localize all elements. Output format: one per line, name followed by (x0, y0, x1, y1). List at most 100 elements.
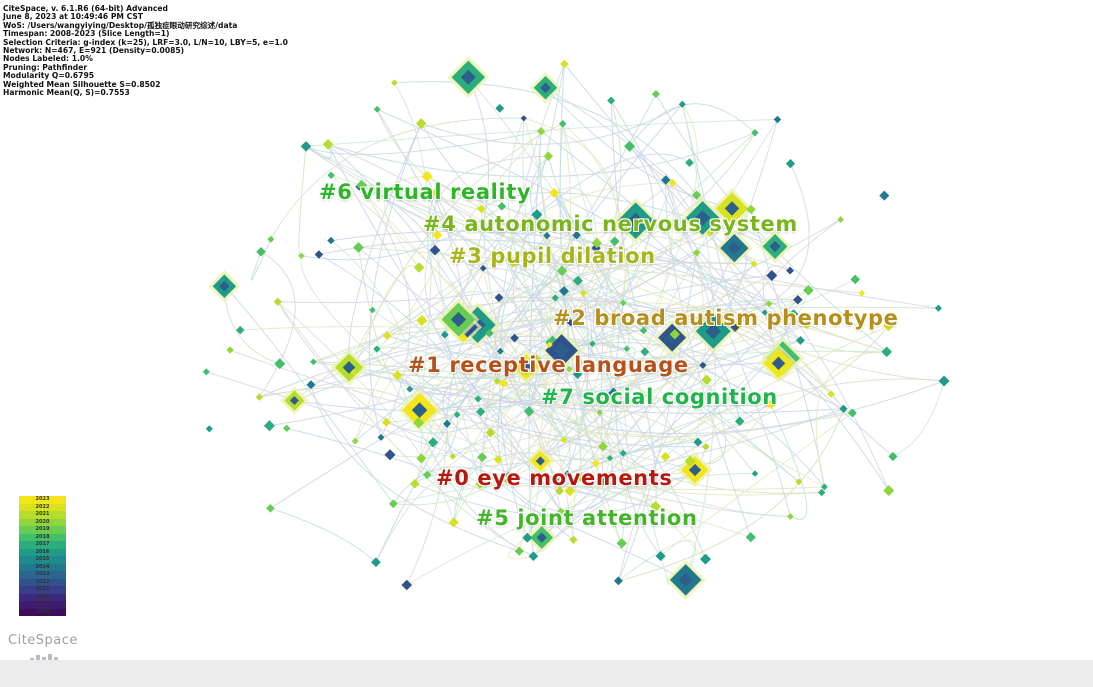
network-node[interactable] (282, 424, 291, 433)
network-node[interactable] (255, 393, 264, 401)
network-node[interactable] (522, 532, 533, 543)
network-node[interactable] (938, 375, 950, 387)
network-node[interactable] (401, 579, 413, 591)
network-canvas[interactable]: CiteSpace, v. 6.1.R6 (64-bit) Advanced J… (0, 0, 1093, 671)
network-node[interactable] (651, 89, 660, 99)
network-node[interactable] (235, 325, 245, 335)
network-node[interactable] (558, 119, 567, 128)
network-node[interactable] (263, 420, 275, 432)
network-node[interactable] (431, 188, 440, 198)
network-node[interactable] (369, 306, 376, 314)
network-node[interactable] (429, 244, 441, 256)
network-node[interactable] (514, 546, 524, 556)
network-node[interactable] (785, 159, 796, 169)
network-node[interactable] (266, 504, 275, 513)
network-node[interactable] (745, 532, 756, 543)
network-node[interactable] (474, 395, 482, 403)
network-node[interactable] (322, 139, 334, 150)
network-node[interactable] (377, 433, 385, 441)
network-node[interactable] (449, 453, 456, 460)
network-node[interactable] (883, 485, 895, 497)
network-node[interactable] (267, 235, 275, 243)
cluster-label-5[interactable]: #5 joint attention (476, 506, 698, 530)
cluster-label-3[interactable]: #3 pupil dilation (449, 244, 656, 268)
network-node[interactable] (766, 270, 778, 282)
network-node[interactable] (528, 551, 539, 562)
network-node[interactable] (298, 252, 305, 259)
network-node[interactable] (479, 264, 487, 272)
network-node[interactable] (598, 441, 608, 452)
cluster-label-2[interactable]: #2 broad autism phenotype (553, 306, 899, 330)
network-node[interactable] (597, 475, 609, 486)
network-node[interactable] (392, 370, 403, 381)
network-node[interactable] (566, 365, 573, 373)
network-node[interactable] (750, 260, 758, 268)
network-node[interactable] (660, 451, 671, 462)
network-node[interactable] (616, 538, 627, 549)
network-node[interactable] (485, 328, 494, 338)
network-node[interactable] (692, 249, 701, 257)
network-node[interactable] (560, 436, 568, 444)
network-node[interactable] (608, 387, 619, 399)
network-node[interactable] (202, 368, 210, 376)
network-node[interactable] (934, 304, 942, 312)
network-node[interactable] (734, 416, 745, 427)
network-node[interactable] (563, 470, 571, 478)
network-node[interactable] (773, 115, 782, 124)
network-node[interactable] (551, 294, 559, 302)
network-node[interactable] (442, 419, 452, 428)
network-node[interactable] (373, 345, 381, 353)
network-node[interactable] (256, 246, 266, 257)
network-node[interactable] (371, 557, 381, 568)
network-node[interactable] (410, 479, 420, 489)
network-node[interactable] (793, 294, 803, 305)
network-node[interactable] (543, 151, 554, 162)
network-node[interactable] (669, 329, 680, 340)
network-node[interactable] (552, 476, 560, 483)
network-node[interactable] (523, 406, 535, 417)
network-node[interactable] (504, 471, 512, 480)
network-node[interactable] (416, 314, 428, 326)
network-node[interactable] (327, 171, 335, 179)
network-node[interactable] (596, 409, 603, 416)
network-node[interactable] (413, 262, 425, 273)
network-node[interactable] (458, 333, 468, 343)
network-node[interactable] (839, 404, 848, 413)
network-node[interactable] (678, 100, 686, 108)
network-node[interactable] (475, 479, 485, 489)
network-node[interactable] (453, 411, 461, 418)
network-node[interactable] (476, 407, 486, 417)
network-node[interactable] (274, 358, 286, 370)
network-node[interactable] (300, 141, 312, 152)
network-node[interactable] (384, 449, 396, 461)
network-node[interactable] (699, 361, 707, 369)
network-node[interactable] (432, 230, 443, 241)
network-node[interactable] (448, 517, 459, 528)
network-node[interactable] (493, 377, 501, 385)
network-node[interactable] (613, 576, 623, 586)
cluster-label-4[interactable]: #4 autonomic nervous system (423, 212, 798, 236)
network-node[interactable] (546, 341, 553, 349)
network-node[interactable] (440, 330, 449, 339)
network-node[interactable] (746, 204, 756, 215)
cluster-label-0[interactable]: #0 eye movements (436, 466, 673, 490)
network-node[interactable] (655, 550, 666, 562)
network-node[interactable] (607, 96, 616, 105)
network-node[interactable] (373, 105, 381, 113)
cluster-label-7[interactable]: #7 social cognition (541, 385, 778, 409)
network-node[interactable] (422, 470, 432, 480)
network-node[interactable] (485, 427, 496, 438)
network-node[interactable] (802, 320, 812, 330)
network-node[interactable] (477, 452, 488, 463)
network-node[interactable] (788, 309, 799, 319)
network-node[interactable] (388, 499, 398, 509)
network-node[interactable] (827, 390, 835, 398)
network-node[interactable] (416, 453, 427, 464)
network-node[interactable] (751, 129, 759, 137)
network-node[interactable] (503, 477, 511, 485)
network-node[interactable] (421, 170, 433, 182)
cocitation-network[interactable] (0, 0, 1093, 660)
network-node[interactable] (413, 417, 425, 429)
network-node[interactable] (795, 478, 803, 486)
network-node[interactable] (623, 345, 631, 352)
